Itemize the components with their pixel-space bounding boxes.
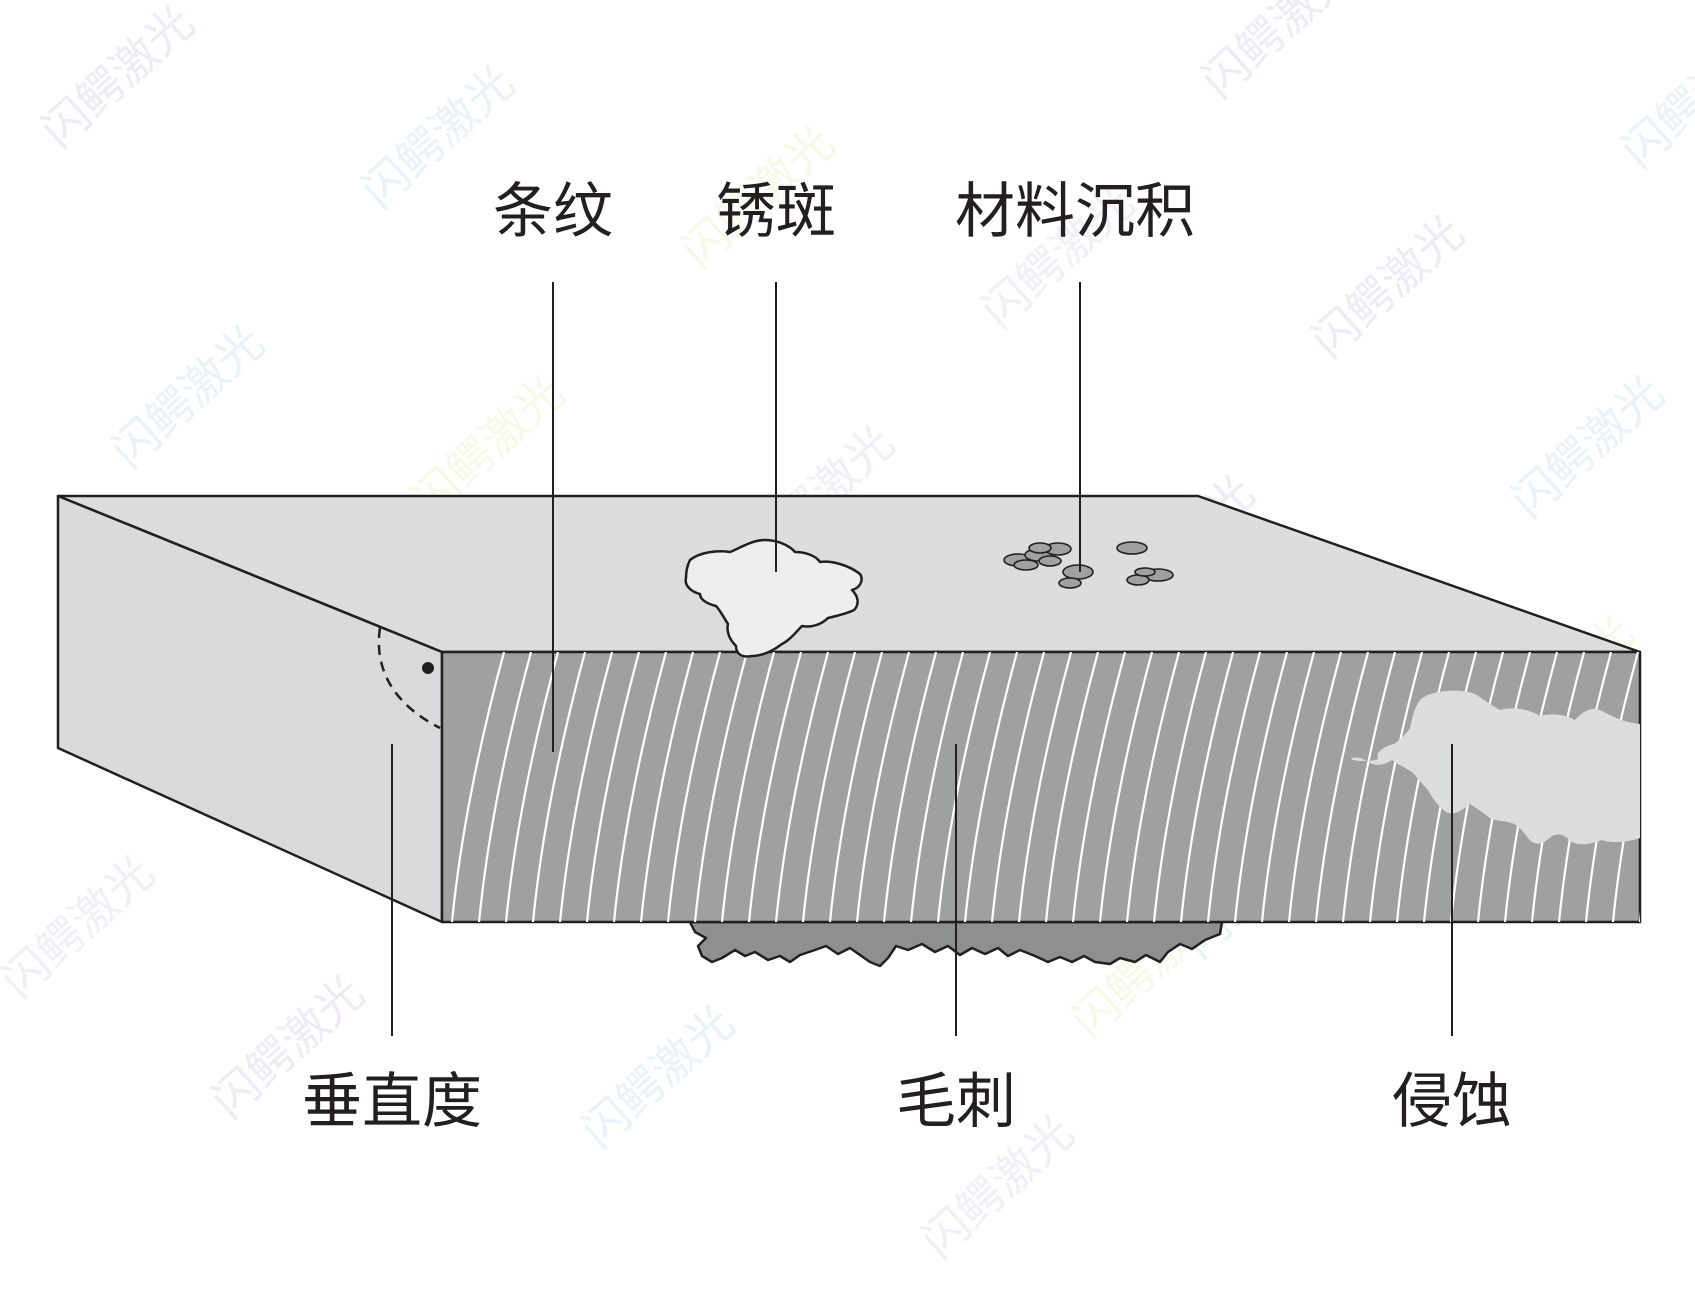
stripe-line [666,652,722,922]
label-erosion: 侵蚀 [1392,1067,1512,1137]
deposit-blob [1028,542,1052,554]
stripe-line [1044,652,1100,922]
stripe-line [1017,652,1073,922]
watermark-text: 闪鳄激光 [0,845,164,1008]
stripe-line [1233,652,1289,922]
stripe-line [774,652,830,922]
stripe-line [1206,652,1262,922]
stripe-line [855,652,911,922]
deposit-blob [1058,577,1082,589]
deposit-blob [1116,541,1148,555]
stripe-line [1098,652,1154,922]
stripe-line [693,652,749,922]
stripe-line [531,652,587,922]
stripe-line [1314,652,1370,922]
stripe-line [747,652,803,922]
stripe-line [558,652,614,922]
stripe-line [1125,652,1181,922]
stripe-line [1368,652,1424,922]
watermark-text: 闪鳄激光 [101,315,274,478]
rust-stain [684,538,863,658]
stripe-line [936,652,992,922]
label-burr: 毛刺 [896,1067,1016,1137]
stripe-line [504,652,560,922]
deposit-blob [1062,564,1094,580]
material-deposits [1003,541,1174,589]
stripe-line [963,652,1019,922]
label-deposit: 材料沉积 [955,177,1195,247]
deposit-blob [1134,567,1156,577]
stripe-line [612,652,668,922]
stripe-line [828,652,884,922]
label-rust: 锈斑 [716,177,836,247]
cut-stripes [450,652,1695,922]
stripe-line [909,652,965,922]
stripe-line [1341,652,1397,922]
stripe-line [639,652,695,922]
stripe-line [1071,652,1127,922]
label-stripes: 条纹 [493,177,613,247]
stripe-line [450,652,506,922]
watermark-text: 闪鳄激光 [571,995,744,1158]
stripe-line [801,652,857,922]
stripe-line [1638,652,1640,922]
watermark-text: 闪鳄激光 [1501,365,1674,528]
watermark-text: 闪鳄激光 [1301,205,1474,368]
stripe-line [1395,652,1451,922]
stripe-line [990,652,1046,922]
deposit-blob [1038,555,1062,567]
watermark-text: 闪鳄激光 [1191,0,1364,108]
perpendicularity-arc [377,627,441,730]
watermark-text: 闪鳄激光 [31,0,204,158]
perpendicularity-dot [422,662,434,674]
label-perpendicularity: 垂直度 [302,1067,482,1137]
stripe-line [585,652,641,922]
stripe-line [1179,652,1235,922]
stripe-line [1287,652,1343,922]
deposit-blob [1013,559,1039,571]
stripe-line [477,652,533,922]
stripe-line [720,652,776,922]
stripe-line [882,652,938,922]
stripe-line [1667,652,1695,922]
watermark-text: 闪鳄激光 [1611,15,1695,178]
stripe-line [1260,652,1316,922]
stripe-line [1152,652,1208,922]
erosion-patch [1351,690,1640,845]
